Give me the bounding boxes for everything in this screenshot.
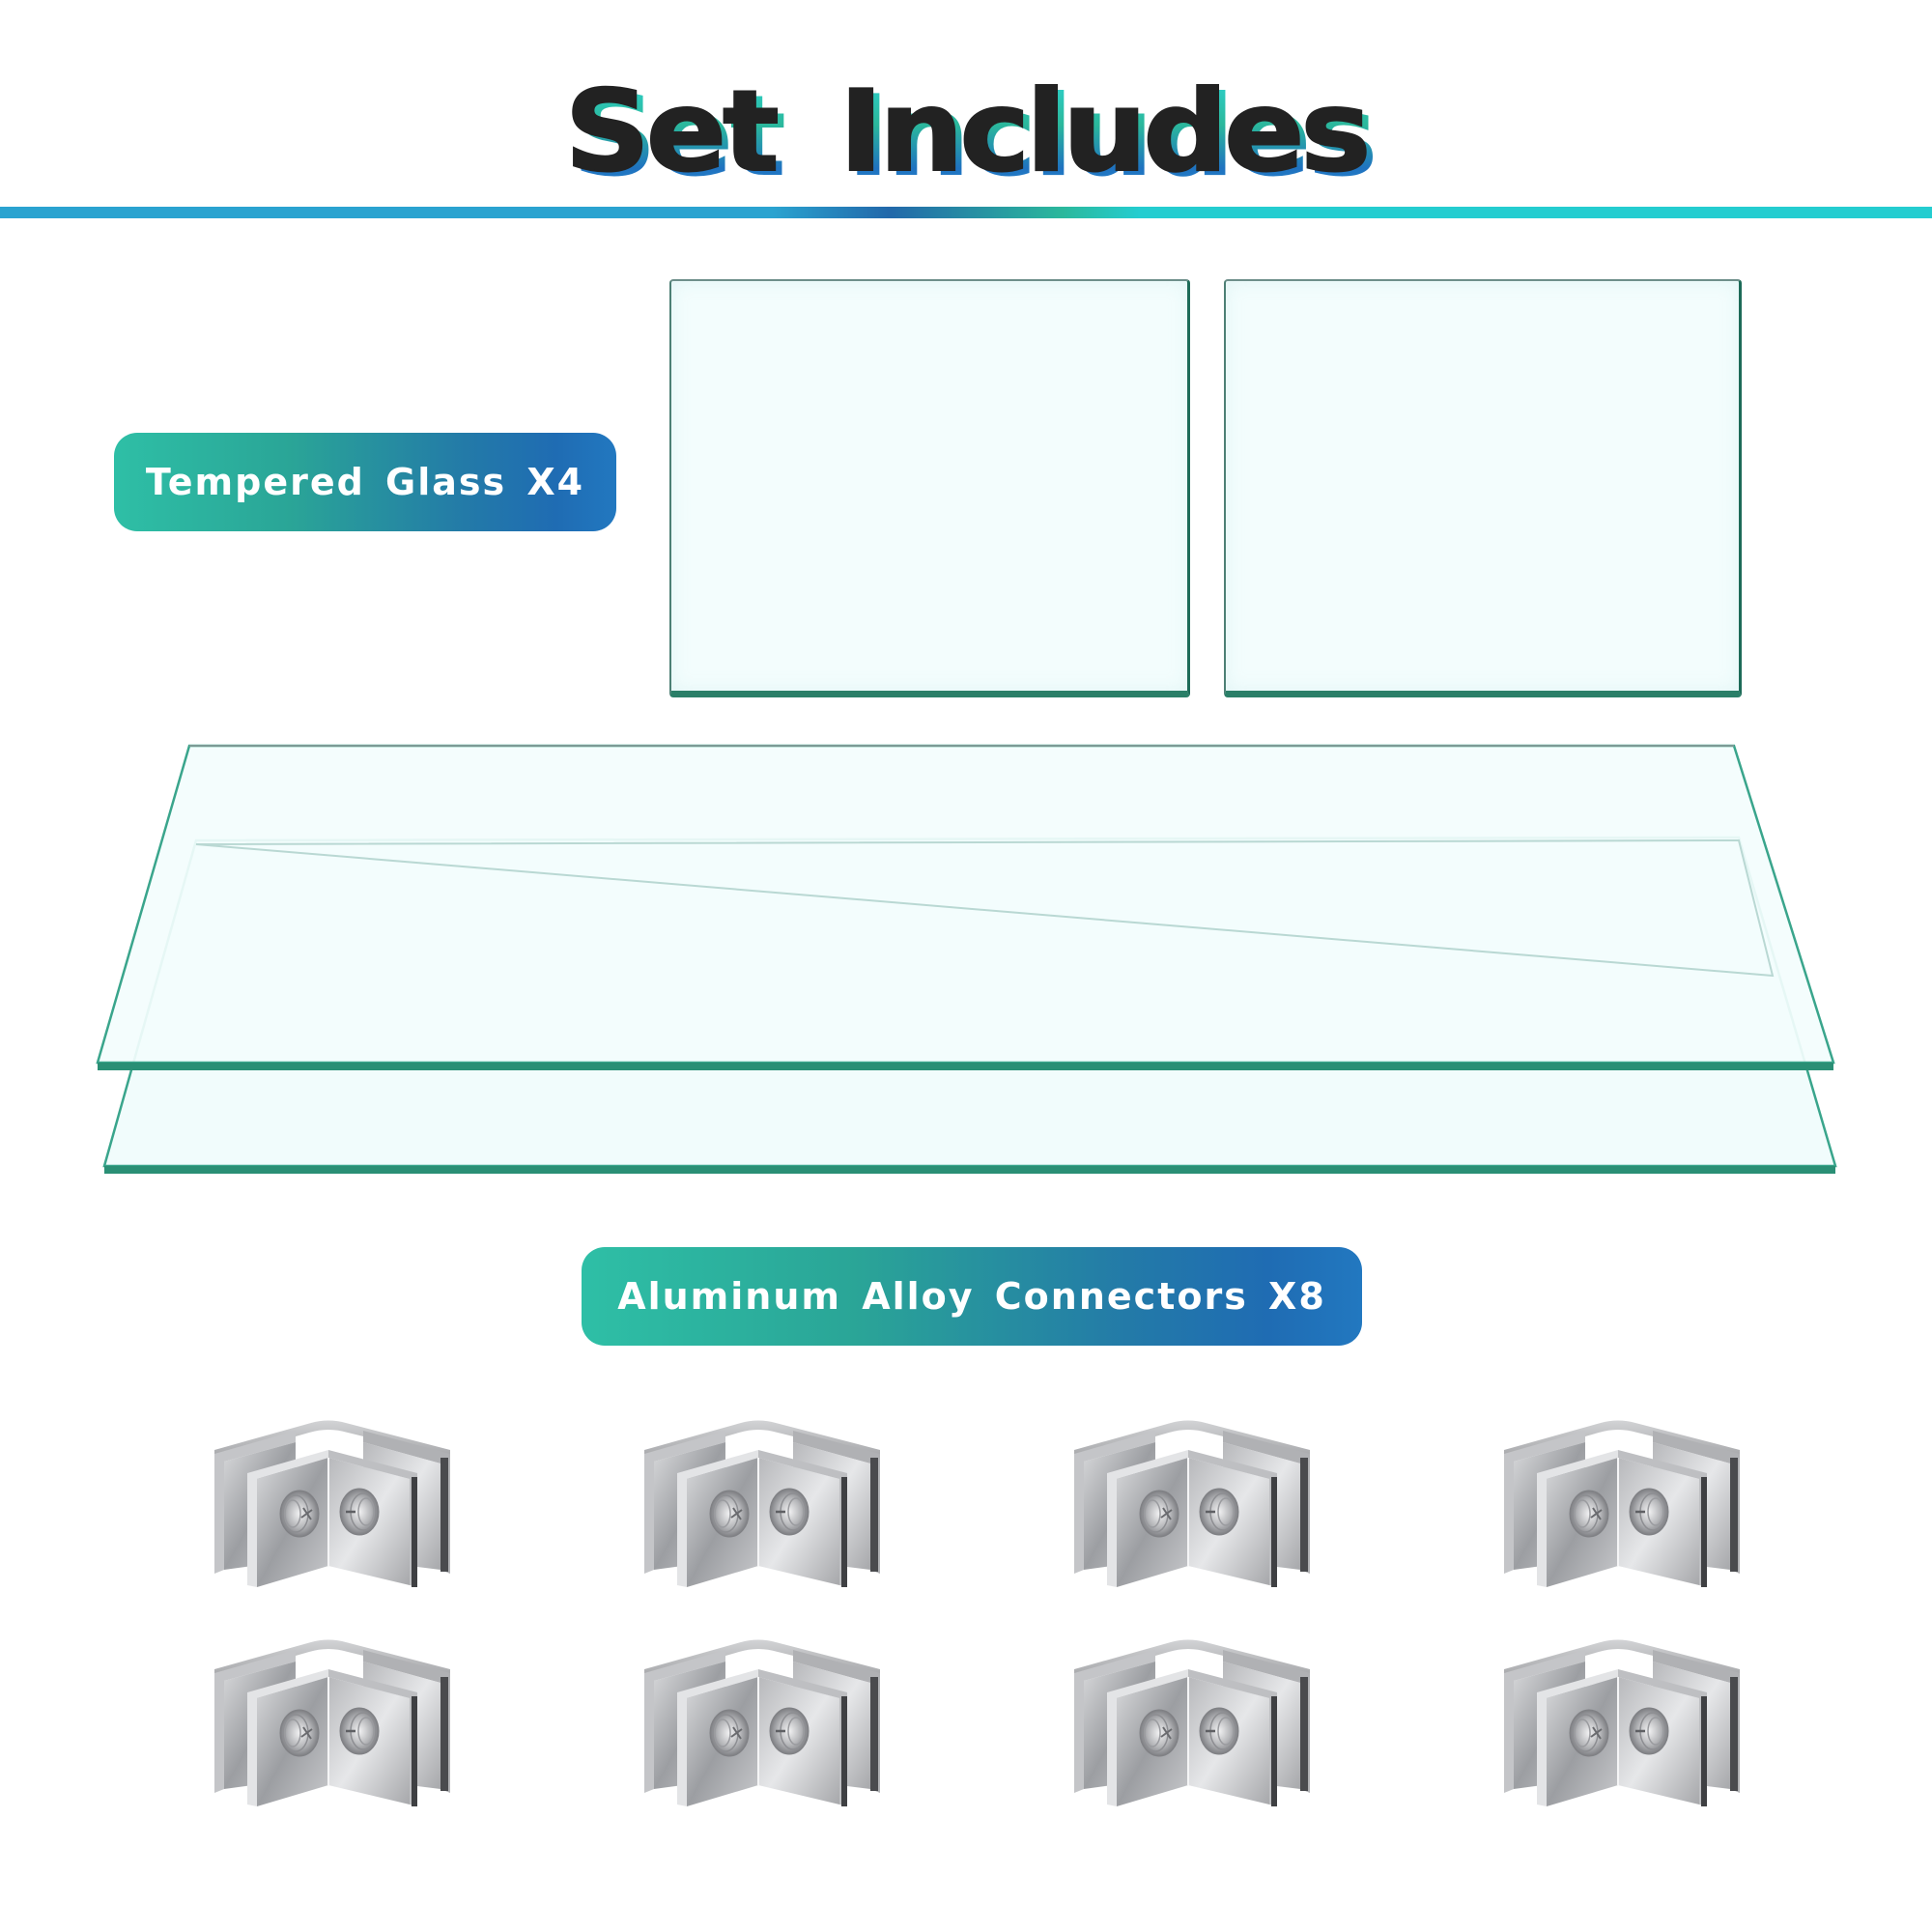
aluminum-connector	[203, 1415, 456, 1589]
glass-panel-small-2	[1224, 279, 1742, 697]
page-title: Set Includes Set Includes	[564, 67, 1378, 200]
glass-shelf-upper	[96, 744, 1835, 1070]
page-title-text: Set Includes	[564, 67, 1373, 197]
tempered-glass-badge: Tempered Glass X4	[114, 433, 616, 531]
tempered-glass-label: Tempered Glass X4	[145, 461, 585, 503]
aluminum-connector	[633, 1415, 886, 1589]
aluminum-connector	[1063, 1634, 1316, 1808]
aluminum-connector	[203, 1634, 456, 1808]
glass-panel-small-1	[669, 279, 1190, 697]
header-divider	[0, 207, 1932, 218]
aluminum-connector	[1492, 1634, 1746, 1808]
aluminum-connector	[1492, 1415, 1746, 1589]
aluminum-connector	[633, 1634, 886, 1808]
connectors-label: Aluminum Alloy Connectors X8	[617, 1275, 1326, 1318]
connectors-badge: Aluminum Alloy Connectors X8	[582, 1247, 1362, 1346]
page-header: Set Includes Set Includes	[0, 67, 1932, 200]
glass-shelf-lower	[102, 836, 1837, 1174]
aluminum-connector	[1063, 1415, 1316, 1589]
page-title-shadow: Set Includes	[572, 71, 1378, 202]
